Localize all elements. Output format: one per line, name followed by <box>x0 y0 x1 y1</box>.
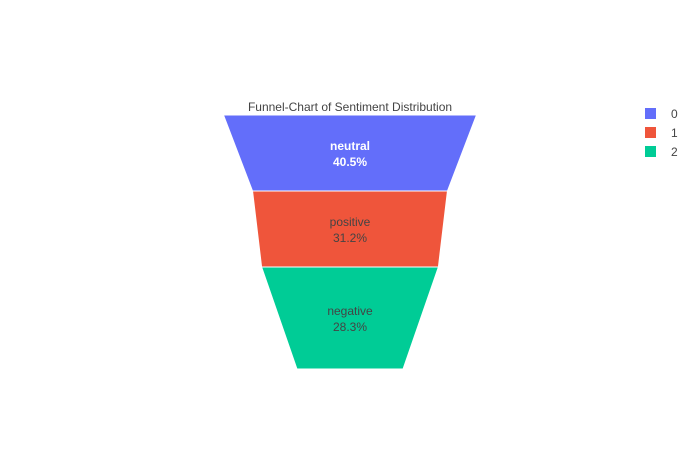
funnel-label-positive: positive <box>330 215 371 229</box>
funnel-percent-positive: 31.2% <box>333 231 367 245</box>
legend-item-0[interactable]: 0 <box>645 107 678 121</box>
legend-swatch-2 <box>645 146 656 157</box>
legend[interactable]: 0 1 2 <box>645 107 678 159</box>
funnel-segment-negative[interactable] <box>260 266 440 370</box>
funnel-segment-neutral[interactable] <box>222 114 478 192</box>
legend-label-2: 2 <box>671 145 678 159</box>
chart-title: Funnel-Chart of Sentiment Distribution <box>248 100 452 114</box>
legend-swatch-0 <box>645 108 656 119</box>
legend-label-0: 0 <box>671 107 678 121</box>
legend-label-1: 1 <box>671 126 678 140</box>
funnel-plot-area: neutral 40.5% positive 31.2% negative 28.3% <box>222 114 478 370</box>
funnel-percent-negative: 28.3% <box>333 320 367 334</box>
legend-swatch-1 <box>645 127 656 138</box>
funnel-label-neutral: neutral <box>330 139 370 153</box>
funnel-percent-neutral: 40.5% <box>333 155 367 169</box>
legend-item-2[interactable]: 2 <box>645 145 678 159</box>
legend-item-1[interactable]: 1 <box>645 126 678 140</box>
funnel-label-negative: negative <box>327 304 373 318</box>
funnel-segment-positive[interactable] <box>251 190 449 268</box>
